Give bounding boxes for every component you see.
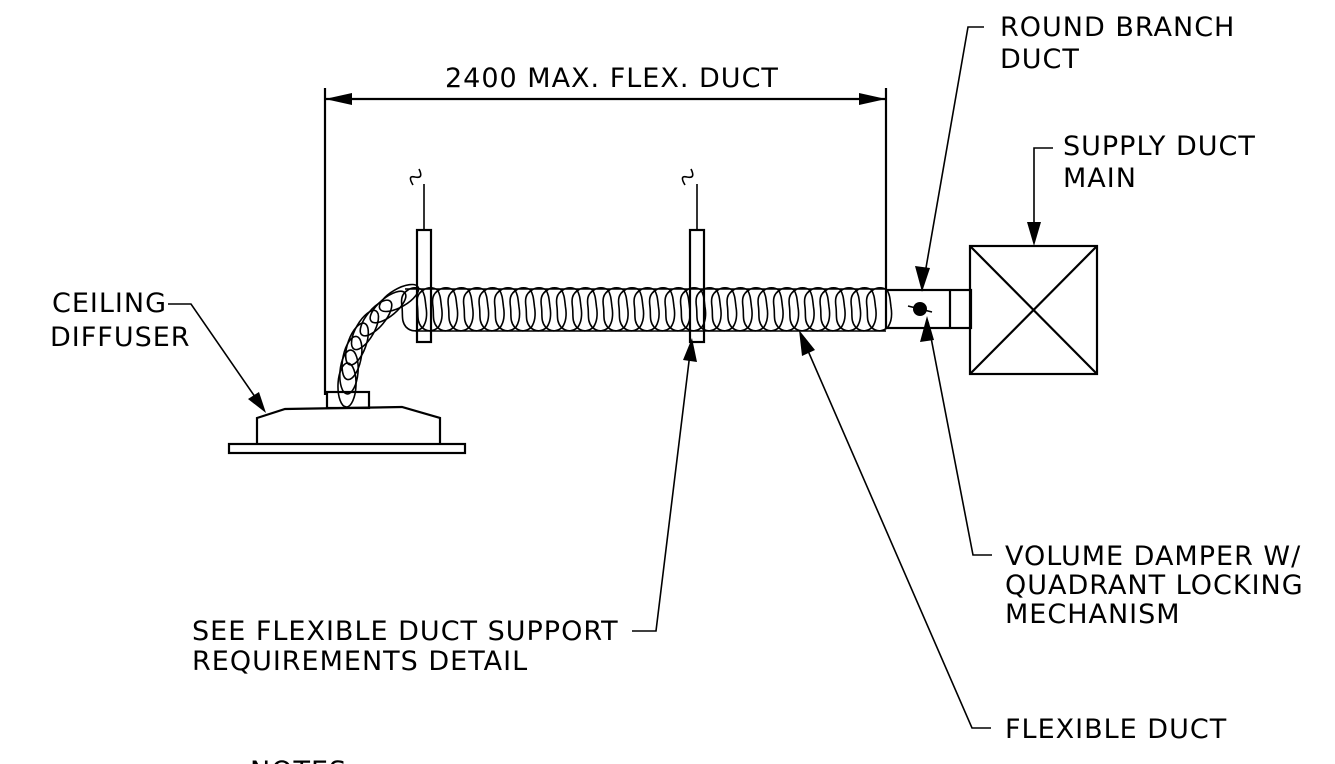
supply-duct-main-line-1: SUPPLY DUCT (1063, 131, 1256, 162)
duct-corrugation (788, 286, 815, 332)
leader-supply-duct-main (1027, 147, 1053, 246)
duct-corrugation (819, 286, 846, 332)
duct-corrugation (571, 286, 598, 332)
flexible-duct-label: FLEXIBLE DUCT (1005, 714, 1227, 745)
duct-corrugation (648, 286, 676, 332)
hanger-middle (681, 168, 706, 344)
support-detail-line-1: SEE FLEXIBLE DUCT SUPPORT (192, 616, 619, 647)
volume-damper-label: VOLUME DAMPER W/ QUADRANT LOCKING MECHAN… (1005, 541, 1304, 630)
duct-corrugation (679, 286, 707, 332)
duct-corrugation (540, 286, 567, 332)
dimension-arrow-right (859, 93, 886, 105)
duct-corrugation (741, 286, 769, 332)
ceiling-diffuser-line-2: DIFFUSER (50, 322, 191, 353)
duct-corrugation (664, 286, 691, 332)
duct-elbow-corrugation (369, 290, 407, 324)
leader-ceiling-diffuser (168, 303, 266, 413)
leader-support-detail (632, 338, 697, 632)
leader-flexible-duct (799, 330, 991, 729)
leader-round-branch-duct (915, 26, 984, 292)
volume-damper-line-2: QUADRANT LOCKING (1005, 570, 1304, 601)
ceiling-diffuser (227, 390, 467, 455)
duct-corrugation (602, 286, 629, 332)
dimension-arrow-left (325, 93, 352, 105)
flexible-duct (337, 283, 893, 408)
volume-damper-line-1: VOLUME DAMPER W/ (1005, 541, 1301, 572)
flexible-duct-line-1: FLEXIBLE DUCT (1005, 714, 1227, 745)
duct-corrugation (834, 286, 862, 332)
duct-corrugation (509, 286, 536, 332)
notes-heading: NOTES (250, 756, 347, 764)
support-detail-line-2: REQUIREMENTS DETAIL (192, 646, 528, 677)
duct-corrugation (524, 286, 552, 332)
duct-corrugation (493, 286, 521, 332)
duct-corrugation (447, 286, 474, 332)
round-branch-duct-line-1: ROUND BRANCH (1000, 12, 1235, 43)
duct-corrugation (416, 286, 443, 332)
duct-corrugation (695, 286, 722, 332)
duct-corrugation (757, 286, 784, 332)
duct-corrugation (555, 286, 583, 332)
duct-corrugation (617, 286, 645, 332)
hanger-left (409, 168, 433, 344)
duct-corrugation (850, 286, 877, 332)
round-branch-duct-label: ROUND BRANCH DUCT (1000, 12, 1235, 75)
ceiling-diffuser-line-1: CEILING (52, 288, 167, 319)
duct-corrugation (726, 286, 753, 332)
duct-corrugation (431, 286, 459, 332)
duct-corrugation (462, 286, 490, 332)
duct-corrugation (865, 286, 893, 332)
duct-corrugation (586, 286, 614, 332)
dimension-label: 2400 MAX. FLEX. DUCT (445, 63, 779, 94)
duct-elbow-corrugation (378, 283, 420, 313)
duct-elbow-corrugation (359, 299, 393, 337)
duct-elbow-corrugation (337, 362, 357, 408)
volume-damper-line-3: MECHANISM (1005, 599, 1181, 630)
duct-corrugation (803, 286, 831, 332)
duct-corrugation (710, 286, 738, 332)
supply-duct-main-label: SUPPLY DUCT MAIN (1063, 131, 1256, 194)
duct-corrugation (478, 286, 505, 332)
supply-duct-main (968, 244, 1099, 376)
leader-volume-damper (920, 316, 992, 556)
round-branch-duct-line-2: DUCT (1000, 44, 1080, 75)
dimension-line (323, 88, 888, 395)
ceiling-diffuser-label: CEILING DIFFUSER (50, 288, 191, 353)
duct-corrugation (772, 286, 800, 332)
supply-duct-main-line-2: MAIN (1063, 163, 1137, 194)
duct-corrugation (633, 286, 660, 332)
support-detail-label: SEE FLEXIBLE DUCT SUPPORT REQUIREMENTS D… (192, 616, 619, 677)
